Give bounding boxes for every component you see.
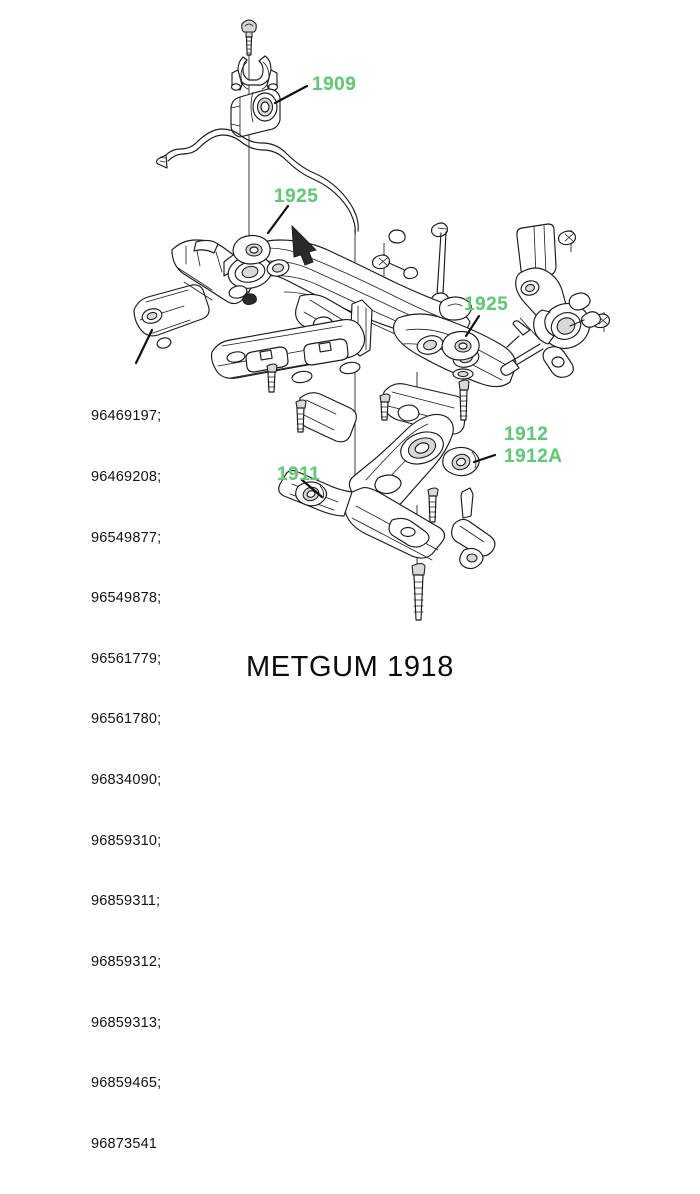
- subframe-lower-bolts: [266, 363, 391, 433]
- part-number: 96859312;: [91, 953, 162, 970]
- part-number: 96859311;: [91, 893, 161, 910]
- callout-1925-front: 1925: [274, 186, 319, 207]
- diagram-canvas: .ln { fill:none; stroke:#1b1b1b; stroke-…: [91, 19, 611, 1152]
- lower-control-arm: [278, 413, 454, 561]
- suspension-exploded-drawing: .ln { fill:none; stroke:#1b1b1b; stroke-…: [133, 19, 611, 621]
- stabilizer-bar-clamp: [230, 55, 279, 91]
- part-number: 96469208;: [91, 469, 162, 486]
- part-number: 96561780;: [91, 711, 162, 728]
- ball-joint: [451, 487, 496, 570]
- callout-1909: 1909: [312, 74, 357, 95]
- stabilizer-bar: [155, 128, 406, 244]
- subframe-fasteners: [371, 230, 611, 348]
- part-number: 96873541: [91, 1135, 158, 1152]
- part-number: 96859310;: [91, 832, 162, 849]
- clamp-bolt-top: [241, 19, 257, 56]
- brand-watermark: METGUM 1918: [245, 651, 455, 683]
- part-number: 96469197;: [91, 408, 162, 425]
- control-arm-front-bushing: [295, 481, 328, 507]
- callout-1911: 1911: [277, 464, 321, 485]
- part-number: 96834090;: [91, 772, 162, 789]
- control-arm-bolt: [427, 487, 439, 523]
- part-number: 96549878;: [91, 590, 162, 607]
- callout-leader-lines: [134, 84, 497, 499]
- part-number: 96549877;: [91, 529, 162, 546]
- stabilizer-link: [430, 222, 450, 310]
- mounting-bolt-long: [411, 562, 426, 621]
- part-number: 96561779;: [91, 650, 162, 667]
- steering-knuckle: [500, 223, 602, 378]
- part-number: 96859465;: [91, 1075, 162, 1092]
- subframe-mounting-bushing-rear: [441, 330, 480, 421]
- subframe-mounting-bushing-front: [232, 224, 317, 266]
- control-arm-rear-bushing: [442, 446, 480, 477]
- callout-1912a: 1912A: [504, 446, 563, 467]
- part-number: 96859313;: [91, 1014, 162, 1031]
- part-number-list: 96469197; 96469208; 96549877; 96549878; …: [91, 366, 161, 1194]
- callout-1925-rear: 1925: [464, 294, 509, 315]
- callout-1912: 1912: [504, 424, 549, 445]
- stabilizer-bar-bushing: [230, 88, 281, 138]
